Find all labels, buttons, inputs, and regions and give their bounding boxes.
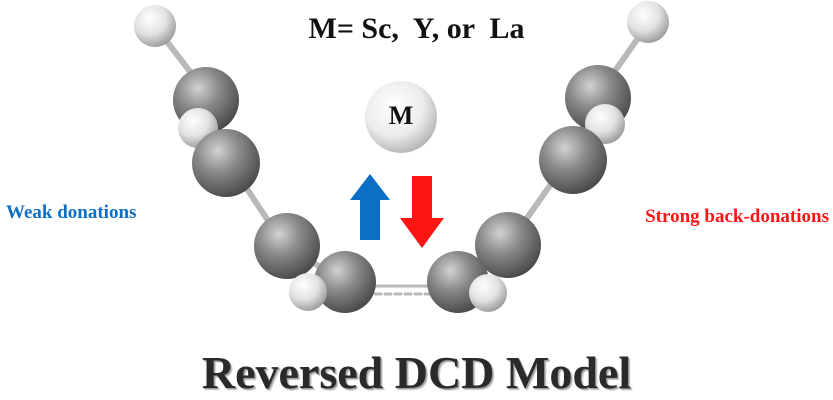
metal-options-text: M= Sc, Y, or La [308,12,525,45]
back-donation-arrow-down [400,176,444,248]
carbon-atom-left-2 [192,129,260,197]
carbon-atom-right-3 [475,212,541,278]
metal-atom [365,81,437,153]
donation-arrow-up [350,174,390,240]
metal-symbol-label: M [388,101,414,130]
hydrogen-atom-right-2 [469,274,507,312]
carbon-atom-right-2 [539,126,607,194]
model-title: Reversed DCD Model [201,347,632,398]
strong-back-donations-label: Strong back-donations [645,206,829,227]
carbon-atom-left-3 [254,213,320,279]
hydrogen-atom-right-1 [585,104,625,144]
hydrogen-atom-left-2 [289,273,327,311]
weak-donations-label: Weak donations [6,202,137,223]
hydrogen-atom-top-left [134,5,176,47]
hydrogen-atom-top-right [627,1,669,43]
carbon-atom-left-4 [314,251,376,313]
